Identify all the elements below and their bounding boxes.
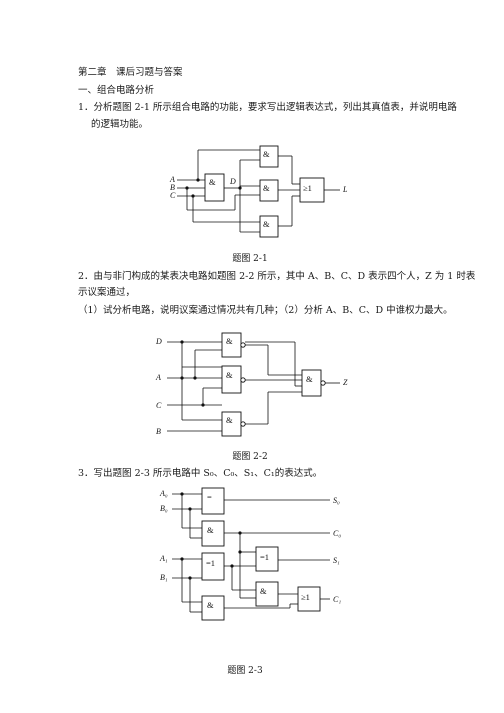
section-title: 一、组合电路分析 <box>78 85 155 96</box>
svg-text:&: & <box>207 600 214 610</box>
input-b-label: B <box>170 183 175 192</box>
xor-gate-1b <box>255 546 279 572</box>
svg-text:≥1: ≥1 <box>303 183 312 193</box>
and-gate-c0 <box>201 520 225 547</box>
svg-text:=: = <box>207 492 212 502</box>
svg-text:&: & <box>226 336 233 346</box>
svg-text:&: & <box>263 149 270 159</box>
and-gate-2 <box>259 179 279 202</box>
input-b0-label: B₀ <box>160 504 168 513</box>
input-b-label: B <box>156 427 161 436</box>
question-2-line-3: （1）试分析电路，说明议案通过情况共有几种；（2）分析 A、B、C、D 中谁权力… <box>78 305 453 316</box>
svg-text:=1: =1 <box>260 552 269 562</box>
svg-text:&: & <box>263 219 270 229</box>
svg-text:&: & <box>263 183 270 193</box>
figure-2-1-caption: 题图 2-1 <box>232 254 268 264</box>
and-gate-d <box>204 173 225 202</box>
xor-gate-0 <box>201 487 225 515</box>
svg-text:&: & <box>306 374 313 384</box>
figure-2-3-caption: 题图 2-3 <box>227 666 263 676</box>
question-3-line-1: 3．写出题图 2-3 所示电路中 S₀、C₀、S₁、C₁的表达式。 <box>78 468 323 479</box>
output-s0-label: S₀ <box>333 496 340 505</box>
input-b1-label: B₁ <box>160 573 168 582</box>
question-2-line-2: 示议案通过， <box>78 287 136 298</box>
internal-d-label: D <box>229 177 236 186</box>
question-1-line-1: 1．分析题图 2-1 所示组合电路的功能，要求写出逻辑表达式，列出其真值表，并说… <box>78 102 457 113</box>
input-a-label: A <box>169 175 175 184</box>
and-gate-3 <box>259 215 279 238</box>
svg-text:&: & <box>226 415 233 425</box>
xor-gate-1a <box>201 552 225 581</box>
svg-text:≥1: ≥1 <box>301 592 310 602</box>
svg-text:&: & <box>207 525 214 535</box>
or-gate <box>299 177 325 203</box>
output-l-label: L <box>342 185 348 194</box>
input-c-label: C <box>156 401 162 410</box>
input-d-label: D <box>155 337 162 346</box>
svg-text:&: & <box>226 370 233 380</box>
output-s1-label: S₁ <box>333 556 340 565</box>
svg-text:&: & <box>209 177 216 187</box>
input-a1-label: A₁ <box>159 554 168 563</box>
question-1-line-2: 的逻辑功能。 <box>91 119 149 130</box>
input-c-label: C <box>170 191 176 200</box>
input-a0-label: A₀ <box>159 489 168 498</box>
and-gate-1 <box>259 145 279 168</box>
svg-text:&: & <box>260 586 267 596</box>
svg-text:=1: =1 <box>206 558 215 568</box>
chapter-title: 第二章 课后习题与答案 <box>78 67 183 78</box>
output-c0-label: C₀ <box>333 529 341 538</box>
output-z-label: Z <box>343 378 348 387</box>
question-2-line-1: 2．由与非门构成的某表决电路如题图 2-2 所示，其中 A、B、C、D 表示四个… <box>78 271 476 282</box>
input-a-label: A <box>155 373 161 382</box>
figure-2-2-caption: 题图 2-2 <box>232 452 268 462</box>
output-c1-label: C₁ <box>333 595 341 604</box>
